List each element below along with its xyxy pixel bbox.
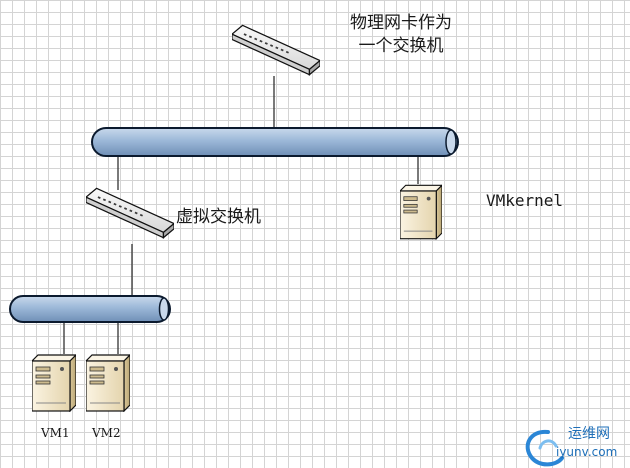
vm1-server-icon xyxy=(32,354,76,412)
virtual-switch-label: 虚拟交换机 xyxy=(176,207,261,227)
watermark-cn: 运维网 xyxy=(568,426,610,442)
vmkernel-label: VMkernel xyxy=(486,191,564,210)
physical-nic-label-line1: 物理网卡作为 xyxy=(350,13,452,33)
vmkernel-server-icon xyxy=(400,184,442,240)
vm2-server-icon xyxy=(86,354,130,412)
watermark-url: iyunv.com xyxy=(556,445,618,459)
physical-bus xyxy=(91,127,459,157)
physical-switch-icon xyxy=(232,24,320,76)
vm2-label: VM2 xyxy=(92,426,121,440)
physical-nic-label: 物理网卡作为 一个交换机 xyxy=(336,12,466,58)
physical-nic-label-line2: 一个交换机 xyxy=(358,36,444,56)
virtual-bus xyxy=(9,295,171,323)
watermark-logo-icon xyxy=(525,429,564,467)
virtual-switch-icon xyxy=(86,187,174,239)
connections xyxy=(63,76,419,354)
vm1-label: VM1 xyxy=(41,426,70,440)
